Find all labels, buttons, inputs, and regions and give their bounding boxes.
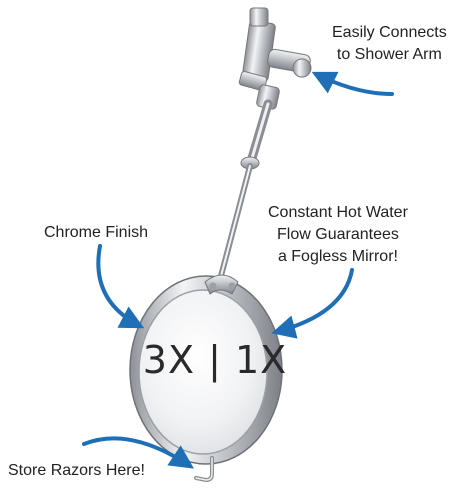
arrow-razor	[82, 436, 194, 469]
telescoping-rod	[218, 99, 273, 279]
callout-shower-arm-line-1: Easily Connects	[332, 24, 447, 41]
callout-shower-arm-line-2: to Shower Arm	[336, 46, 442, 63]
arrow-chrome	[96, 244, 145, 329]
mirror	[129, 274, 283, 465]
callout-fogless-line-3: a Fogless Mirror!	[277, 248, 398, 265]
callout-fogless-line-2: Flow Guarantees	[277, 226, 399, 243]
callout-chrome-finish: Chrome Finish	[44, 224, 149, 241]
callout-arrows	[82, 71, 394, 469]
callout-fogless-line-1: Constant Hot Water	[268, 204, 408, 221]
razor-hook	[194, 456, 214, 483]
arrow-shower-arm	[311, 71, 394, 96]
magnification-label: 3X | 1X	[142, 338, 288, 382]
arrow-fogless	[271, 268, 354, 339]
callout-fogless: Constant Hot Water Flow Guarantees a Fog…	[268, 202, 408, 268]
shower-arm-connector	[238, 7, 312, 110]
callout-shower-arm: Easily Connects to Shower Arm	[332, 22, 447, 66]
callout-razor: Store Razors Here!	[8, 462, 145, 479]
